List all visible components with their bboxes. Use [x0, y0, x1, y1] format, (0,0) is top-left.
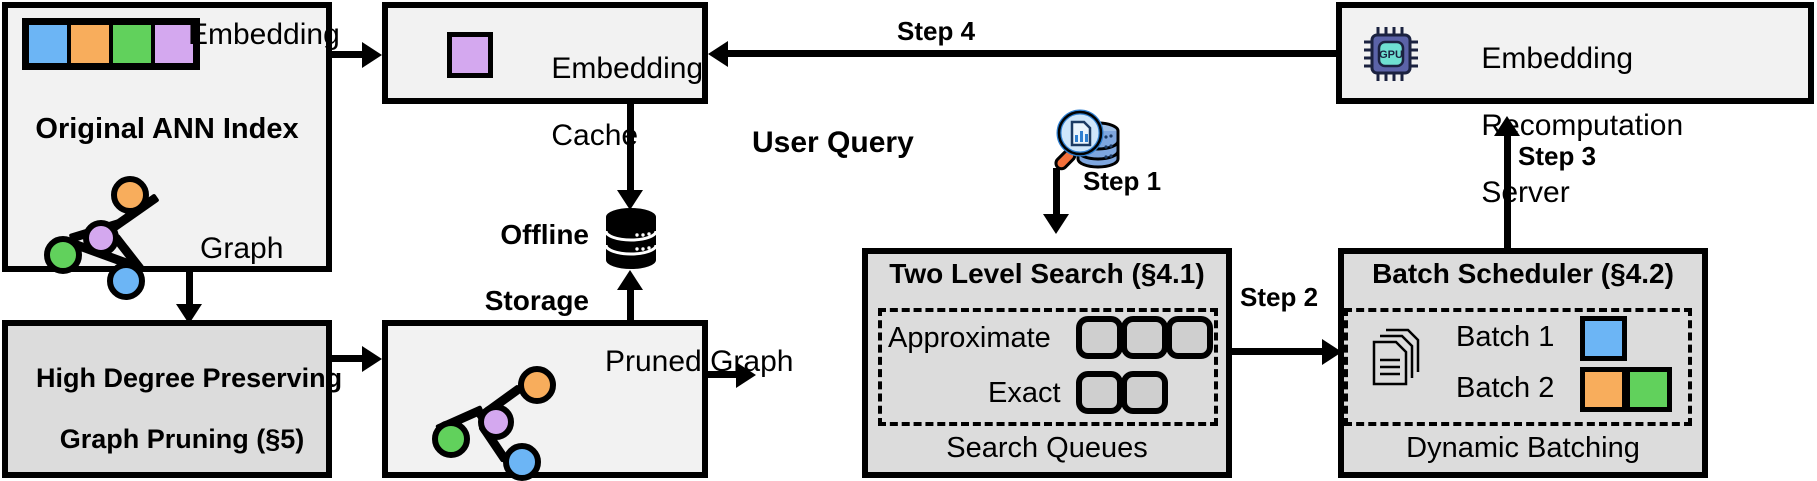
arrow-step1-line [1053, 168, 1060, 218]
offline-storage-line2: Storage [484, 285, 589, 317]
arrow-cache-to-storage-line [627, 104, 634, 194]
search-queue-slot [1121, 371, 1168, 414]
recomputation-server-line3: Server [1481, 175, 1570, 209]
arrow-index-to-cache-line [332, 51, 366, 58]
embedding-cache-swatch [447, 32, 493, 78]
search-queues-footer: Search Queues [946, 432, 1148, 464]
arrow-step2-line [1232, 348, 1328, 355]
batch-2-swatch-orange [1580, 367, 1627, 412]
embedding-swatch-strip [22, 18, 200, 70]
graph-pruning-title: High Degree Preserving Graph Pruning (§5… [6, 333, 342, 481]
offline-storage-line1: Offline [500, 219, 589, 251]
arrow-step2-head [1322, 339, 1342, 365]
offline-storage-label: Offline Storage [424, 185, 589, 350]
batch-1-swatch-blue [1580, 316, 1627, 361]
recomputation-server-box [1336, 2, 1814, 104]
pruned-graph-node-orange [518, 366, 556, 404]
embedding-cache-title: Embedding Cache [518, 18, 703, 186]
arrow-pruned-to-storage-head [617, 270, 643, 290]
arrow-cache-to-storage-head [617, 190, 643, 210]
svg-text:GPU: GPU [1379, 49, 1403, 61]
dynamic-batching-footer: Dynamic Batching [1406, 432, 1640, 464]
search-row-label-exact: Exact [988, 377, 1061, 409]
embedding-cache-line2: Cache [551, 118, 639, 152]
embedding-label: Embedding [188, 18, 340, 51]
original-ann-index-title: Original ANN Index [35, 113, 299, 145]
embedding-cache-box [382, 2, 708, 104]
arrow-pruning-to-pruned-head [362, 346, 382, 372]
arrow-pruned-to-search-line [708, 371, 740, 378]
recomputation-server-title: Embedding Recomputation Server [1448, 8, 1683, 243]
arrow-index-to-cache-head [362, 42, 382, 68]
graph-node-orange [111, 176, 149, 214]
arrow-step3-head [1494, 116, 1520, 136]
recomputation-server-line2: Recomputation [1481, 108, 1684, 142]
step1-label: Step 1 [1083, 166, 1162, 196]
embedding-swatch-orange [69, 23, 111, 65]
pruned-graph-node-blue [503, 443, 541, 481]
user-query-label: User Query [752, 126, 914, 159]
embedding-swatch-green [111, 23, 153, 65]
gpu-chip-icon: GPU [1364, 27, 1418, 81]
pruned-graph-node-green [432, 420, 470, 458]
embedding-swatch-blue [27, 23, 69, 65]
recomputation-server-line1: Embedding [1481, 41, 1634, 75]
search-queue-slot [1121, 316, 1168, 359]
arrow-pruned-to-search-head [736, 362, 756, 388]
arrow-index-to-pruning-head [176, 304, 202, 324]
arrow-step3-line [1504, 132, 1511, 248]
batch-2-swatch-green [1625, 367, 1672, 412]
search-row-label-approximate: Approximate [888, 322, 1051, 354]
database-cylinder-icon [604, 208, 658, 269]
graph-pruning-box [2, 320, 332, 478]
search-queue-slot [1076, 316, 1123, 359]
graph-node-blue [107, 262, 145, 300]
graph-node-purple [83, 220, 119, 256]
documents-stack-icon [1372, 328, 1420, 386]
search-queues-panel [878, 308, 1218, 426]
graph-label: Graph [200, 232, 284, 265]
batch-scheduler-box [1338, 248, 1708, 478]
embedding-cache-line1: Embedding [551, 51, 704, 85]
dynamic-batching-panel [1344, 308, 1692, 426]
embedding-swatch-purple [153, 23, 195, 65]
step3-label: Step 3 [1518, 141, 1597, 171]
pruned-graph-node-purple [478, 404, 514, 440]
graph-pruning-line1: High Degree Preserving [36, 363, 343, 394]
arrow-pruned-to-storage-line [627, 288, 634, 322]
two-level-search-title: Two Level Search (§4.1) [889, 258, 1205, 289]
arrow-step1-head [1043, 214, 1069, 234]
arrow-pruning-to-pruned-line [332, 355, 366, 362]
pruned-graph-label: Pruned Graph [605, 345, 794, 378]
arrow-step4-line [727, 50, 1336, 57]
query-magnifier-database-icon [1054, 109, 1120, 171]
search-queue-slot [1076, 371, 1123, 414]
graph-node-green [44, 236, 82, 274]
search-queue-slot [1166, 316, 1213, 359]
step4-label: Step 4 [897, 16, 976, 46]
batch-1-label: Batch 1 [1456, 321, 1555, 353]
arrow-step4-head [708, 41, 728, 67]
batch-scheduler-title: Batch Scheduler (§4.2) [1372, 258, 1674, 289]
arrow-index-to-pruning-line [186, 272, 193, 308]
step2-label: Step 2 [1240, 282, 1319, 312]
two-level-search-box [862, 248, 1232, 478]
graph-pruning-line2: Graph Pruning (§5) [59, 423, 305, 454]
batch-2-label: Batch 2 [1456, 372, 1555, 404]
